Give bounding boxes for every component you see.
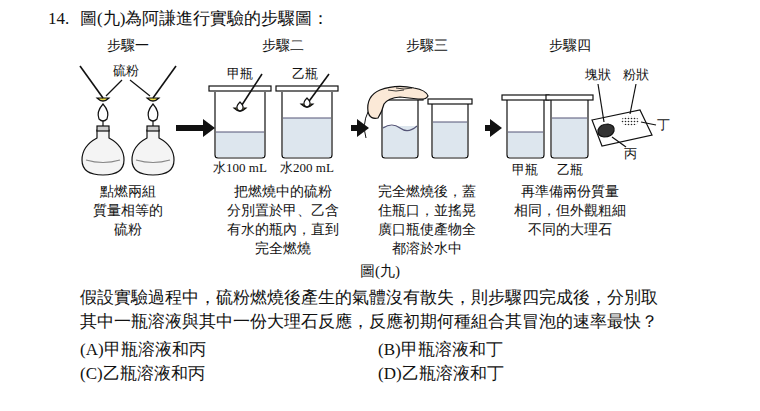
part-label: 丙 <box>624 146 637 162</box>
answer-option: (A)甲瓶溶液和丙 <box>80 338 206 362</box>
leader-line <box>130 80 150 96</box>
step-column: 步驟三完全燃燒後，蓋 住瓶口，並搖晃 廣口瓶使產物全 都溶於水中 <box>372 37 482 260</box>
step-heading: 步驟一 <box>83 37 173 55</box>
part-label: 甲瓶 <box>512 162 538 178</box>
question-heading: 14. <box>48 7 69 31</box>
part-label: 水200 mL <box>280 160 334 176</box>
jar <box>546 95 593 158</box>
jar <box>276 74 338 158</box>
step-description: 完全燃燒後，蓋 住瓶口，並搖晃 廣口瓶使產物全 都溶於水中 <box>372 182 482 258</box>
leader-line <box>641 122 656 125</box>
answer-option: (D)乙瓶溶液和丁 <box>378 362 504 386</box>
marble-lump <box>598 124 614 137</box>
part-label: 丁 <box>657 117 670 133</box>
leader-line <box>630 84 636 114</box>
jar <box>209 74 271 158</box>
jar <box>502 95 549 158</box>
question-text: 假設實驗過程中，硫粉燃燒後產生的氣體沒有散失，則步驟四完成後，分別取 其中一瓶溶… <box>80 286 730 334</box>
leader-line <box>612 137 626 147</box>
figure-caption: 圖(九) <box>360 263 400 279</box>
part-label: 塊狀 <box>585 67 611 83</box>
step-heading: 步驟二 <box>218 37 348 55</box>
step-column: 步驟四再準備兩份質量 相同，但外觀粗細 不同的大理石 <box>505 37 635 241</box>
part-label: 乙瓶 <box>557 162 583 178</box>
step-description: 再準備兩份質量 相同，但外觀粗細 不同的大理石 <box>505 182 635 239</box>
question-heading: 圖(九)為阿謙進行實驗的步驟圖： <box>80 7 329 31</box>
paper <box>592 110 652 146</box>
alcohol-lamp <box>132 104 174 175</box>
alcohol-lamp <box>82 104 124 175</box>
leader-line <box>106 80 122 96</box>
step-description: 把燃燒中的硫粉 分別置於甲、乙含 有水的瓶內，直到 完全燃燒 <box>218 182 348 258</box>
part-label: 硫粉 <box>113 63 139 79</box>
step-arrow <box>485 119 502 137</box>
part-label: 粉狀 <box>623 67 649 83</box>
jar <box>428 99 472 158</box>
part-label: 甲瓶 <box>227 66 253 82</box>
part-label: 乙瓶 <box>292 66 318 82</box>
answer-option: (B)甲瓶溶液和丁 <box>378 338 503 362</box>
step-arrow <box>351 119 369 137</box>
hand <box>364 86 428 138</box>
step-heading: 步驟四 <box>505 37 635 55</box>
part-label: 水100 mL <box>213 160 267 176</box>
step-arrow <box>176 119 215 137</box>
answer-option: (C)乙瓶溶液和丙 <box>80 362 205 386</box>
step-heading: 步驟三 <box>372 37 482 55</box>
marble-powder <box>621 116 639 126</box>
step-description: 點燃兩組 質量相等的 硫粉 <box>83 182 173 239</box>
leader-line <box>598 84 604 122</box>
